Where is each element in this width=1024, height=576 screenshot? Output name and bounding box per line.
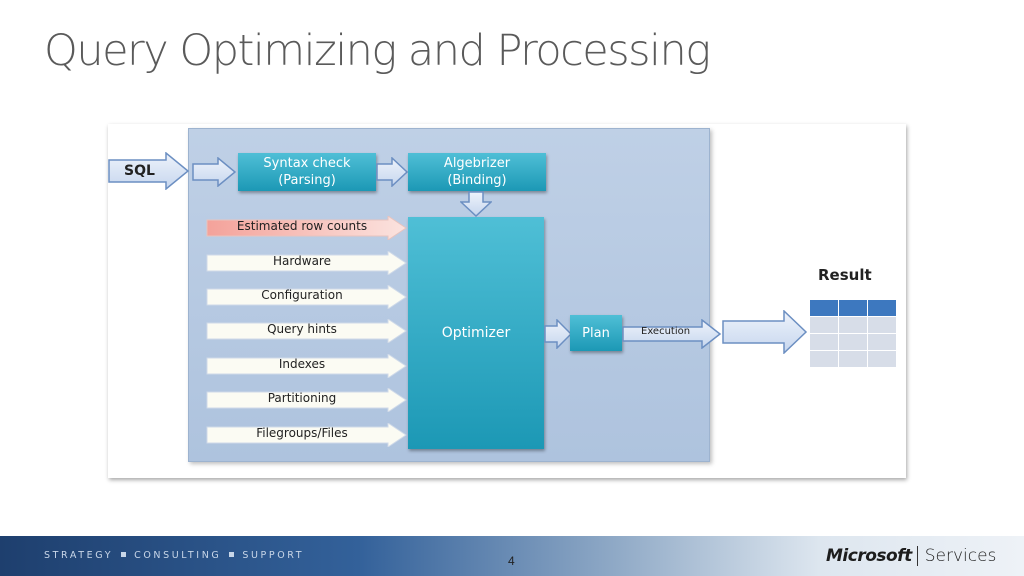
input-label: Estimated row counts [236,219,368,233]
syntax-check-line1: Syntax check [263,156,351,171]
input-label: Hardware [273,254,331,268]
input-label: Filegroups/Files [256,426,348,440]
result-table-icon [810,300,898,368]
result-table-row [810,351,898,368]
input-arrow-shape [206,319,407,343]
arrow-to-algebrizer [376,157,408,187]
tagline-strategy: STRATEGY [44,550,114,561]
input-arrow-shape [206,285,407,309]
result-label: Result [818,266,872,284]
services-text: Services [924,546,997,566]
algebrizer-line1: Algebrizer [443,156,511,171]
input-label: Query hints [267,322,337,336]
input-label: Partitioning [267,391,337,405]
input-arrow-shape [206,251,407,275]
arrow-to-plan [544,319,572,349]
input-arrow-shape [206,423,407,447]
separator-dot-icon [121,552,127,557]
syntax-check-box: Syntax check (Parsing) [238,153,376,191]
input-query-hints: Query hints [206,319,407,343]
arrow-to-syntax [192,157,236,187]
sql-label: SQL [124,163,155,179]
input-partitioning: Partitioning [206,388,407,412]
algebrizer-box: Algebrizer (Binding) [408,153,546,191]
separator-dot-icon [229,552,235,557]
input-filegroups-files: Filegroups/Files [206,423,407,447]
syntax-check-line2: (Parsing) [278,173,336,188]
result-table-row [810,334,898,351]
microsoft-logo-text: Microsoft [826,546,912,566]
microsoft-services-logo: Microsoft Services [826,546,996,566]
tagline-support: SUPPORT [242,550,305,561]
input-hardware: Hardware [206,251,407,275]
sql-arrow [108,152,190,190]
optimizer-box: Optimizer [408,217,544,449]
result-table-header [810,300,898,317]
result-table-row [810,317,898,334]
plan-box: Plan [570,315,622,351]
input-arrow-shape [206,354,407,378]
execution-label: Execution [641,326,691,337]
algebrizer-line2: (Binding) [447,173,507,188]
input-configuration: Configuration [206,285,407,309]
input-estimated-row-counts: Estimated row counts [206,216,407,240]
slide-title: Query Optimizing and Processing [44,26,711,76]
input-arrow-shape [206,216,407,240]
input-arrow-shape [206,388,407,412]
footer-bar: STRATEGY CONSULTING SUPPORT 4 Microsoft Se… [0,536,1024,576]
execution-arrow [622,319,722,349]
footer-tagline: STRATEGY CONSULTING SUPPORT [44,550,304,561]
tagline-consulting: CONSULTING [134,550,222,561]
input-indexes: Indexes [206,354,407,378]
input-label: Indexes [278,357,326,371]
input-label: Configuration [261,288,343,302]
arrow-down-to-optimizer [460,191,492,217]
page-number: 4 [508,554,515,568]
result-arrow [722,310,808,354]
logo-divider [916,546,918,566]
